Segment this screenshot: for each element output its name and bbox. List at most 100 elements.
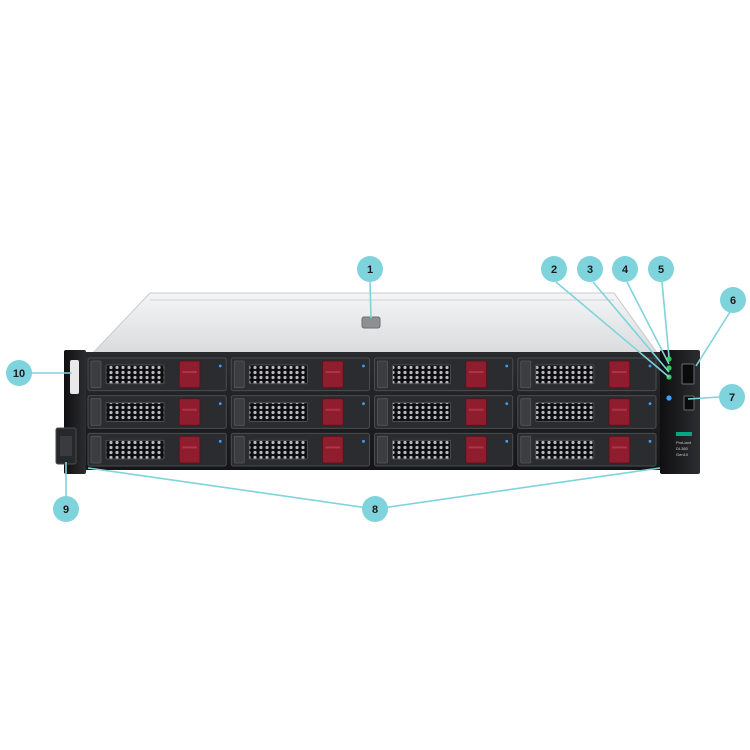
callout-8-label: 8: [372, 504, 378, 516]
drive-vent-grille: [392, 364, 451, 385]
drive-latch-grip: [182, 408, 197, 411]
drive-status-icon: [233, 360, 245, 389]
drive-release-latch[interactable]: [322, 398, 344, 426]
drive-bay[interactable]: [230, 432, 370, 467]
drive-bay[interactable]: [517, 432, 657, 467]
drive-release-latch[interactable]: [608, 435, 631, 464]
drive-status-icon: [90, 398, 102, 426]
leader-1: [369, 281, 372, 319]
callout-8: 8: [362, 496, 388, 522]
drive-activity-led: [505, 402, 509, 406]
drive-latch-grip: [468, 446, 484, 449]
drive-activity-led: [218, 364, 222, 368]
drive-latch-grip: [182, 371, 197, 374]
serial-label-inner: [60, 436, 72, 456]
drive-latch-grip: [325, 371, 341, 374]
drive-release-latch[interactable]: [608, 398, 631, 426]
drive-vent-grille: [535, 364, 595, 385]
drive-vent-grille: [535, 402, 595, 422]
hpe-logo-bar: [676, 432, 692, 436]
callout-9-label: 9: [63, 504, 69, 516]
callout-4: 4: [612, 256, 638, 282]
drive-activity-led: [362, 402, 365, 406]
callout-1: 1: [357, 256, 383, 282]
callout-7-label: 7: [729, 392, 735, 404]
usb-port[interactable]: [681, 363, 695, 385]
callout-1-label: 1: [367, 264, 373, 276]
drive-release-latch[interactable]: [465, 360, 487, 389]
callout-leader-lines: [30, 281, 731, 510]
drive-activity-led: [505, 364, 509, 368]
drive-status-icon: [90, 360, 102, 389]
drive-release-latch[interactable]: [178, 360, 201, 389]
drive-status-icon: [377, 435, 388, 464]
drive-status-icon: [520, 398, 532, 426]
drive-release-latch[interactable]: [178, 435, 201, 464]
drive-status-icon: [233, 435, 245, 464]
model-badge-line1: ProLiant: [676, 440, 692, 445]
callout-10-label: 10: [13, 368, 25, 380]
drive-bay[interactable]: [230, 395, 370, 429]
left-pull-tab[interactable]: [70, 360, 79, 394]
callout-9: 9: [53, 496, 79, 522]
drive-latch-grip: [468, 371, 484, 374]
drive-bay[interactable]: [87, 357, 227, 392]
drive-activity-led: [648, 402, 652, 406]
drive-status-icon: [377, 398, 388, 426]
drive-release-latch[interactable]: [322, 435, 344, 464]
drive-bay[interactable]: [87, 395, 227, 429]
drive-vent-grille: [392, 439, 451, 460]
drive-vent-grille: [105, 364, 165, 385]
drive-latch-grip: [611, 371, 627, 374]
drive-latch-grip: [182, 446, 197, 449]
drive-bay[interactable]: [517, 357, 657, 392]
leader-3: [592, 281, 670, 373]
callout-5: 5: [648, 256, 674, 282]
leader-8a: [87, 467, 376, 510]
leader-5: [661, 281, 670, 358]
leader-4: [626, 281, 670, 365]
callout-7: 7: [719, 384, 745, 410]
leader-7: [687, 396, 721, 400]
drive-bay-grid: [87, 357, 657, 467]
drive-release-latch[interactable]: [465, 435, 487, 464]
drive-activity-led: [218, 402, 222, 406]
drive-status-icon: [520, 435, 532, 464]
drive-release-latch[interactable]: [465, 398, 487, 426]
callout-3: 3: [577, 256, 603, 282]
drive-vent-grille: [392, 402, 451, 422]
drive-bay[interactable]: [87, 432, 227, 467]
drive-status-icon: [233, 398, 245, 426]
drive-status-icon: [377, 360, 388, 389]
leader-8b: [374, 467, 661, 510]
drive-bay[interactable]: [374, 357, 514, 392]
top-cover-latch: [361, 316, 381, 329]
callout-2-label: 2: [551, 264, 557, 276]
callout-4-label: 4: [622, 264, 629, 276]
drive-release-latch[interactable]: [178, 398, 201, 426]
drive-bay[interactable]: [230, 357, 370, 392]
drive-vent-grille: [248, 439, 308, 460]
callout-10: 10: [6, 360, 32, 386]
drive-release-latch[interactable]: [608, 360, 631, 389]
callout-markers: 1 2 3 4 5 6 7: [6, 256, 746, 522]
drive-bay[interactable]: [517, 395, 657, 429]
drive-vent-grille: [248, 402, 308, 422]
drive-bay[interactable]: [374, 395, 514, 429]
callout-3-label: 3: [587, 264, 593, 276]
uid-button-led[interactable]: [666, 395, 672, 401]
leader-6: [695, 311, 731, 367]
drive-vent-grille: [248, 364, 308, 385]
drive-activity-led: [362, 439, 365, 443]
drive-latch-grip: [325, 446, 341, 449]
drive-vent-grille: [105, 402, 165, 422]
leader-2: [555, 281, 670, 378]
callout-2: 2: [541, 256, 567, 282]
drive-bay[interactable]: [374, 432, 514, 467]
drive-release-latch[interactable]: [322, 360, 344, 389]
drive-latch-grip: [468, 408, 484, 411]
drive-activity-led: [218, 439, 222, 443]
model-badge-line3: Gen10: [676, 452, 689, 457]
